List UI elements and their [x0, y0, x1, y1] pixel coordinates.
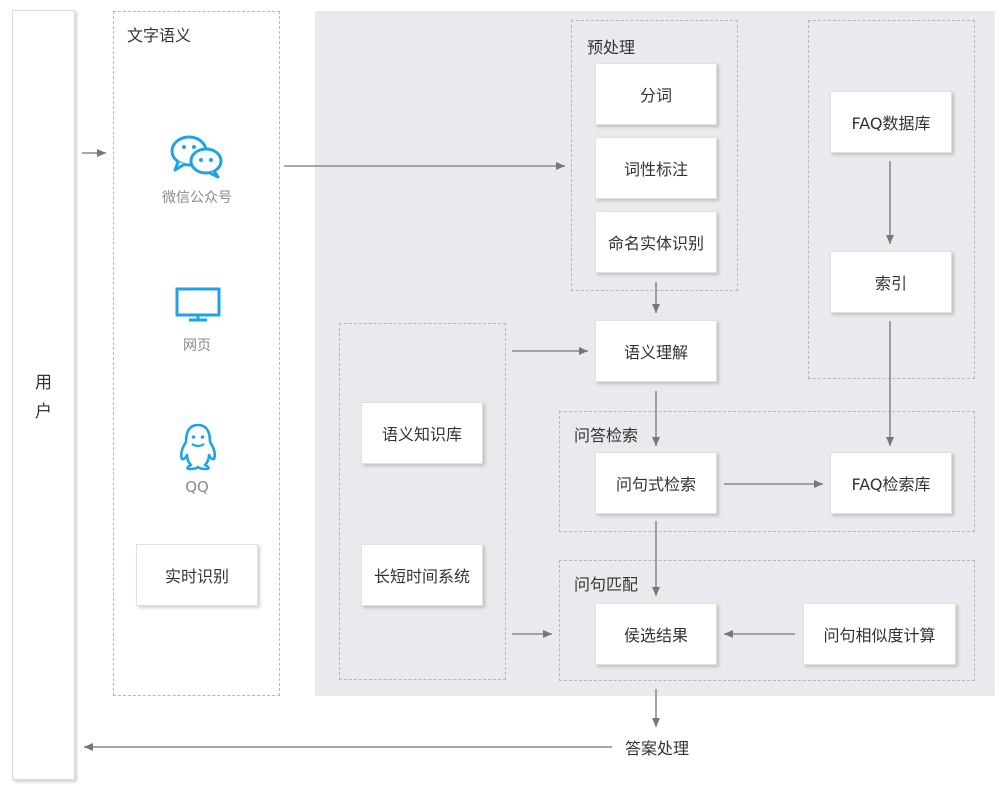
faq-db-group	[808, 20, 975, 379]
qa-search-group	[559, 411, 975, 532]
faq-search-library-box: FAQ检索库	[830, 452, 952, 514]
user-column: 用 户	[12, 10, 75, 780]
wechat-icon	[170, 135, 223, 179]
faq-database-box: FAQ数据库	[830, 91, 952, 153]
user-label: 用 户	[35, 373, 52, 422]
preprocess-group	[571, 20, 738, 291]
realtime-recognition-box: 实时识别	[136, 544, 258, 606]
ner-box: 命名实体识别	[595, 211, 717, 273]
semantic-knowledge-base-box: 语义知识库	[361, 402, 483, 464]
long-short-term-system-box: 长短时间系统	[361, 544, 483, 606]
question-match-group	[559, 560, 975, 681]
web-label: 网页	[183, 338, 211, 354]
channel-group-title: 文字语义	[127, 26, 192, 45]
segmentation-box: 分词	[595, 63, 717, 125]
channel-group	[113, 11, 280, 696]
monitor-icon	[175, 287, 221, 322]
question-match-group-title: 问句匹配	[574, 575, 639, 594]
similarity-calculation-box: 问句相似度计算	[803, 603, 956, 665]
wechat-label: 微信公众号	[162, 190, 232, 206]
index-box: 索引	[830, 251, 952, 313]
qq-label: QQ	[185, 478, 209, 496]
preprocess-group-title: 预处理	[587, 38, 636, 57]
answer-processing-label: 答案处理	[619, 735, 696, 759]
qa-search-group-title: 问答检索	[574, 426, 639, 445]
candidate-results-box: 侯选结果	[595, 603, 717, 665]
semantic-understanding-box: 语义理解	[595, 320, 717, 382]
knowledge-group	[339, 323, 506, 680]
question-search-box: 问句式检索	[595, 452, 717, 514]
pos-tagging-box: 词性标注	[595, 137, 717, 199]
qq-penguin-icon	[179, 423, 217, 471]
